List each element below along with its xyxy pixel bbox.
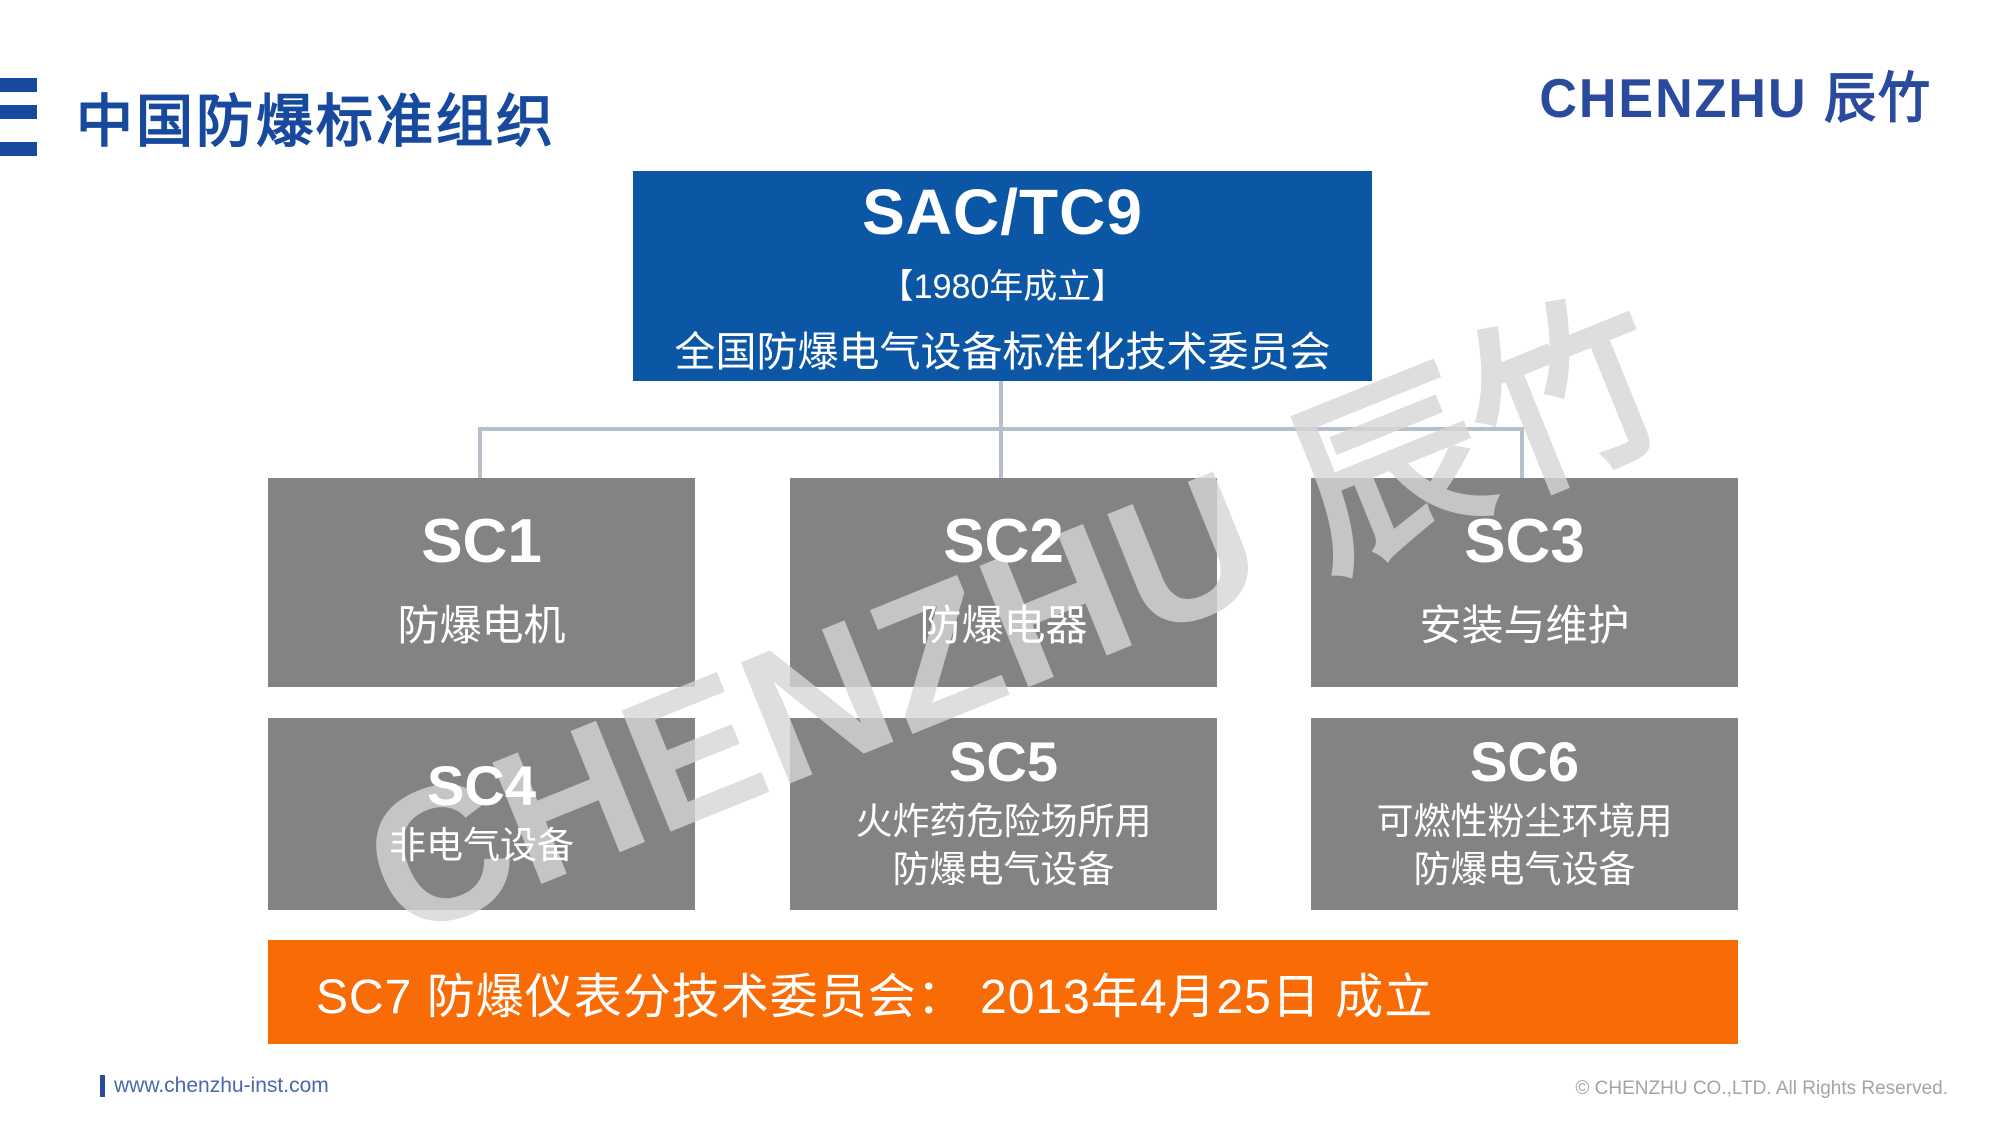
sc5-name-line2: 防爆电气设备 <box>892 849 1115 890</box>
sc7-banner-text: SC7 防爆仪表分技术委员会： 2013年4月25日 成立 <box>316 971 1434 1024</box>
page-title: 中国防爆标准组织 <box>76 90 556 154</box>
sc3-box: SC3 安装与维护 <box>1311 478 1738 687</box>
footer-bar-icon <box>100 1075 105 1097</box>
sc1-name: 防爆电机 <box>397 602 566 650</box>
sc6-name-line1: 可燃性粉尘环境用 <box>1376 800 1673 842</box>
connector-line-horizontal <box>478 427 1524 431</box>
sc3-name: 安装与维护 <box>1419 602 1630 650</box>
list-icon-bar <box>0 142 37 156</box>
list-icon-bar <box>0 78 37 92</box>
sc4-code: SC4 <box>427 753 536 817</box>
sc2-code: SC2 <box>943 507 1064 577</box>
sc3-code: SC3 <box>1464 507 1585 577</box>
org-root-name: 全国防爆电气设备标准化技术委员会 <box>674 328 1331 375</box>
sc6-box: SC6 可燃性粉尘环境用 防爆电气设备 <box>1311 718 1738 910</box>
sc2-name: 防爆电器 <box>919 602 1088 650</box>
sc5-name-line1: 火炸药危险场所用 <box>855 800 1152 842</box>
sc5-code: SC5 <box>949 729 1058 793</box>
sc5-name: 火炸药危险场所用 防爆电气设备 <box>856 798 1152 894</box>
org-root-code: SAC/TC9 <box>862 175 1143 248</box>
sc1-code: SC1 <box>421 507 542 577</box>
sc4-box: SC4 非电气设备 <box>268 718 695 910</box>
sc1-box: SC1 防爆电机 <box>268 478 695 687</box>
org-root-founded: 【1980年成立】 <box>879 267 1126 306</box>
sc6-code: SC6 <box>1470 729 1579 793</box>
sc5-box: SC5 火炸药危险场所用 防爆电气设备 <box>790 718 1217 910</box>
sc6-name: 可燃性粉尘环境用 防爆电气设备 <box>1377 798 1673 894</box>
connector-line-right <box>1520 427 1524 478</box>
list-icon-bar <box>0 105 37 119</box>
org-root-box: SAC/TC9 【1980年成立】 全国防爆电气设备标准化技术委员会 <box>633 171 1372 381</box>
sc6-name-line2: 防爆电气设备 <box>1413 849 1636 890</box>
sc7-banner: SC7 防爆仪表分技术委员会： 2013年4月25日 成立 <box>268 940 1738 1044</box>
website-link[interactable]: www.chenzhu-inst.com <box>114 1074 329 1097</box>
connector-line-left <box>478 427 482 478</box>
sc4-name: 非电气设备 <box>389 824 574 866</box>
sc2-box: SC2 防爆电器 <box>790 478 1217 687</box>
footer-copyright: © CHENZHU CO.,LTD. All Rights Reserved. <box>1575 1078 1948 1099</box>
footer-website: www.chenzhu-inst.com <box>100 1074 329 1098</box>
chenzhu-logo: CHENZHU 辰竹 <box>1539 68 1932 130</box>
